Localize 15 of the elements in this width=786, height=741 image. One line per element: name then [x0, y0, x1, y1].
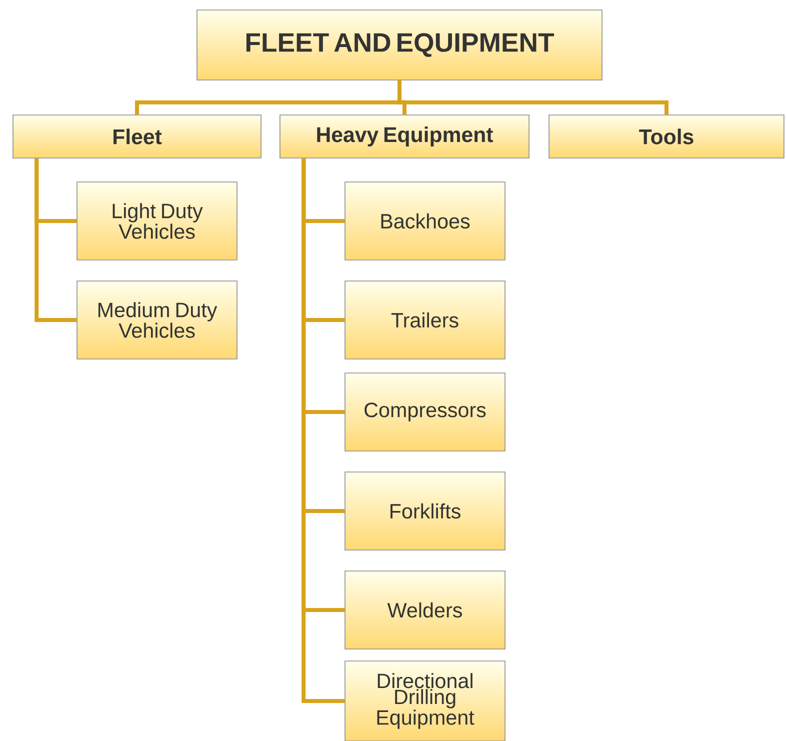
category-box: Tools — [548, 114, 784, 158]
item-box: Light Duty Vehicles — [76, 182, 238, 260]
item-box: Medium Duty Vehicles — [76, 280, 238, 360]
item-box: Directional Drilling Equipment — [344, 660, 506, 741]
title-box: FLEET AND EQUIPMENT — [196, 10, 602, 80]
item-box: Forklifts — [344, 472, 506, 550]
connector-line — [34, 158, 77, 322]
item-box: Trailers — [344, 280, 506, 360]
item-box: Compressors — [344, 372, 506, 452]
category-box: Heavy Equipment — [280, 114, 530, 158]
item-box: Backhoes — [344, 182, 506, 260]
category-box: Fleet — [12, 114, 262, 158]
item-box: Welders — [344, 570, 506, 650]
connector-line — [302, 158, 345, 703]
connector-line — [398, 80, 668, 115]
